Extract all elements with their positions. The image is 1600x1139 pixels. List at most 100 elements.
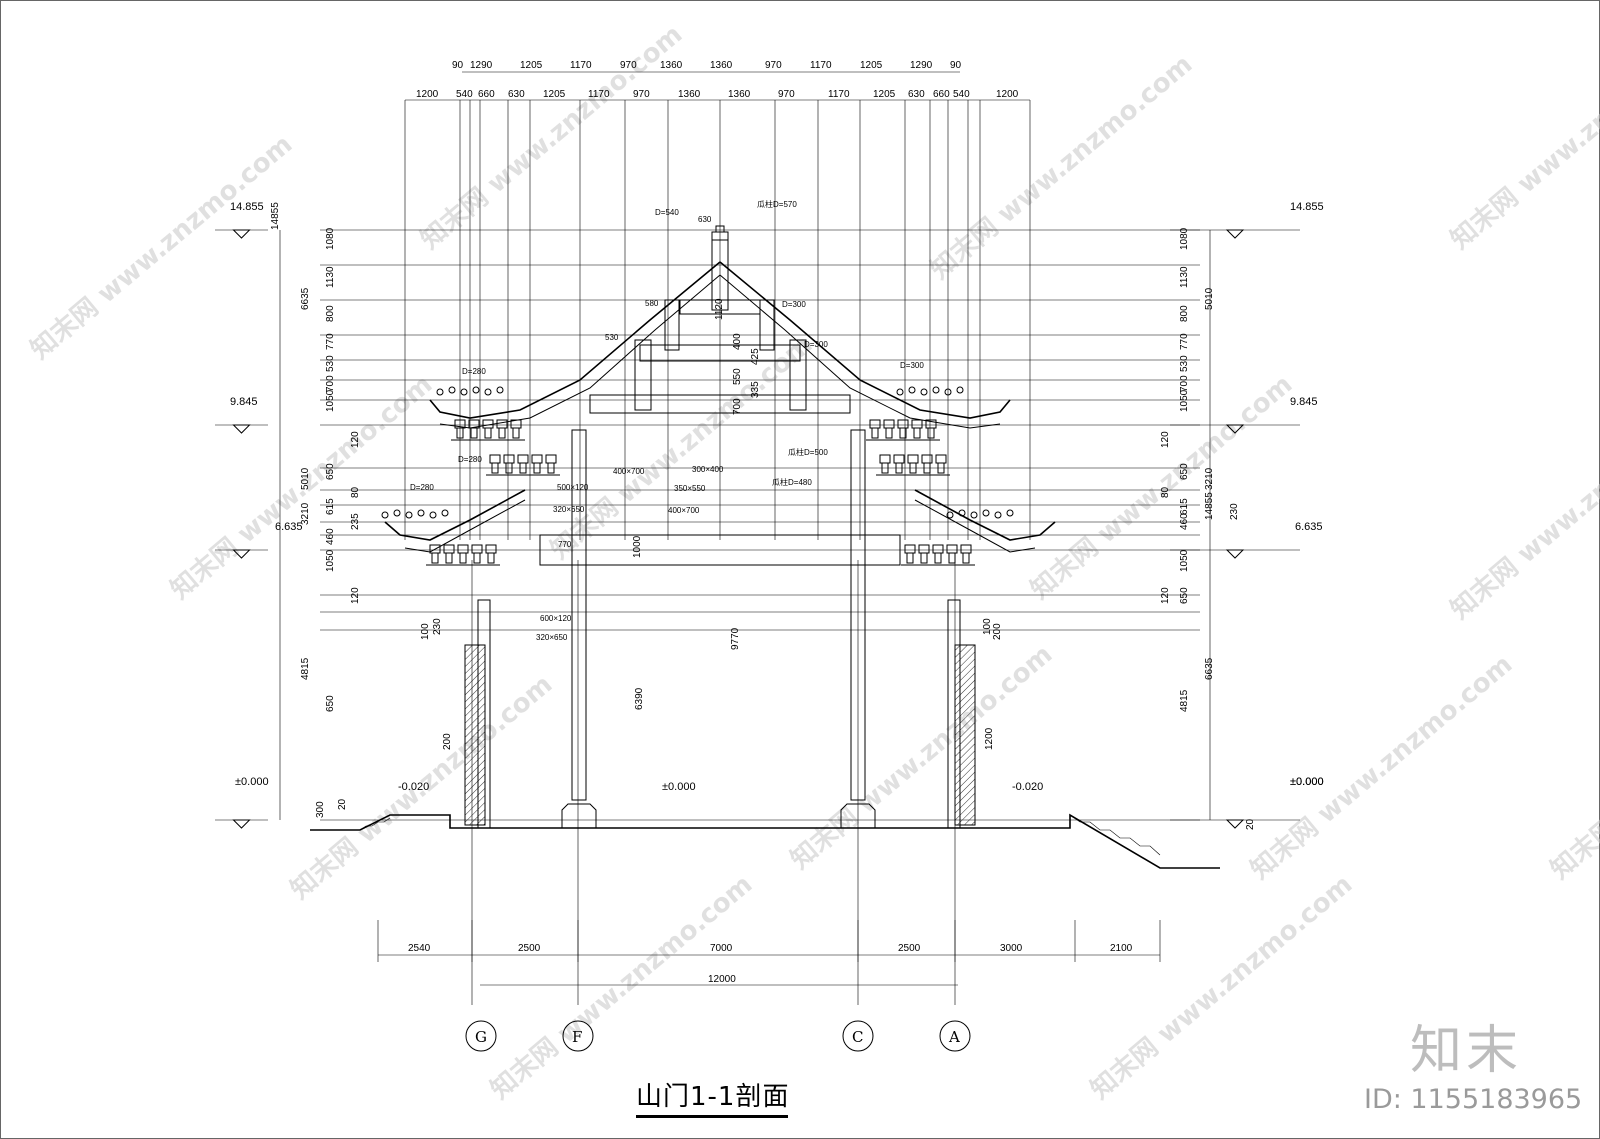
bracket-arm: [431, 552, 439, 564]
right-vertical-dim: 5010: [1204, 287, 1215, 310]
roof-figure: [429, 511, 437, 519]
annotation-note: 580: [645, 299, 659, 308]
left-vertical-dim: 615: [325, 498, 336, 515]
watermark-text: 知末网 www.znzmo.com: [415, 19, 688, 255]
top-dim-row1-label: 90: [452, 60, 464, 71]
center-vertical-dim: 550: [732, 368, 743, 385]
roof-figure: [994, 511, 1002, 519]
elevation-label: ±0.000: [662, 781, 696, 793]
left-steps: [359, 817, 391, 831]
axis-bubble: [939, 1020, 971, 1052]
queen-post-4: [759, 299, 775, 351]
top-dim-row2-label: 540: [456, 89, 473, 100]
level-marker: [232, 424, 251, 434]
left-vertical-dim: 100: [420, 623, 431, 640]
top-dim-row1-label: 1205: [520, 60, 543, 71]
right-vertical-dim: 200: [992, 623, 1003, 640]
left-vertical-dim: 700: [325, 375, 336, 392]
annotation-note: D=280: [410, 483, 434, 492]
roof-figure: [956, 386, 964, 394]
annotation-note: 320×650: [536, 633, 568, 642]
left-vertical-dim: 1050: [325, 549, 336, 572]
bracket-block: [883, 419, 895, 429]
bracket-arm: [923, 462, 931, 474]
top-dim-row2-label: 660: [478, 89, 495, 100]
bracket-arm: [948, 552, 956, 564]
top-dim-row1-label: 1170: [570, 60, 592, 71]
lower-roof-right: [914, 489, 1056, 541]
annotation-note: 530: [605, 333, 619, 342]
left-vertical-dim: 650: [325, 695, 336, 712]
right-vertical-dim: 1050: [1179, 549, 1190, 572]
watermark-text: 知末网 www.znzmo.com: [1445, 19, 1600, 255]
top-dim-row2-label: 970: [633, 89, 650, 100]
center-vertical-dim: 1120: [714, 298, 725, 320]
bracket-arm: [962, 552, 970, 564]
axis-label: C: [852, 1028, 863, 1046]
top-dim-row2-label: 1360: [728, 89, 751, 100]
elevation-label: 6.635: [1295, 521, 1323, 533]
annotation-note: 400×700: [613, 467, 645, 476]
left-vertical-dim: 1130: [325, 266, 336, 288]
roof-figure: [1006, 509, 1014, 517]
axis-label: G: [475, 1028, 487, 1046]
left-vertical-dim: 120: [350, 431, 361, 448]
beam-middle: [639, 344, 801, 362]
left-vertical-dim: 650: [325, 463, 336, 480]
left-vertical-dim: 770: [325, 333, 336, 350]
top-dim-row2-label: 630: [908, 89, 925, 100]
top-dim-row2-label: 970: [778, 89, 795, 100]
left-vertical-dim: 800: [325, 305, 336, 322]
bottom-total-label: 12000: [708, 974, 736, 985]
roof-figure: [441, 509, 449, 517]
right-vertical-dim: 6635: [1204, 657, 1215, 680]
watermark-text: 知末网 www.znzmo.com: [1085, 869, 1358, 1105]
bracket-block: [897, 419, 909, 429]
watermark-text: 知末网 www.znzmo.com: [785, 639, 1058, 875]
top-dim-row1-label: 1360: [710, 60, 733, 71]
top-dim-row2-label: 1360: [678, 89, 701, 100]
axis-bubble: [842, 1020, 874, 1052]
column-base-c: [840, 803, 876, 828]
right-vertical-dim: 3210: [1204, 467, 1215, 490]
upper-roof-left: [429, 261, 721, 419]
watermark-text: 知末网 www.znzmo.com: [25, 129, 298, 365]
right-vertical-dim: 1080: [1179, 227, 1190, 250]
bracket-block: [921, 454, 933, 464]
column-f: [571, 429, 587, 801]
annotation-note: 500×120: [557, 483, 589, 492]
right-vertical-dim: 700: [1179, 375, 1190, 392]
right-vertical-dim: 1200: [984, 727, 995, 750]
top-dim-row2-label: 1170: [588, 89, 610, 100]
bracket-arm: [913, 427, 921, 439]
bracket-arm: [498, 427, 506, 439]
top-dim-row2-label: 1200: [416, 89, 439, 100]
left-vertical-dim: 200: [442, 733, 453, 750]
left-vertical-dim: 1050: [325, 389, 336, 412]
annotation-note: D=280: [458, 455, 482, 464]
roof-figure: [405, 511, 413, 519]
level-marker: [1225, 819, 1245, 829]
column-c: [850, 429, 866, 801]
top-dim-row2-label: 1200: [996, 89, 1019, 100]
watermark-text: 知末网 www.znzmo.com: [1545, 649, 1600, 885]
bracket-arm: [871, 427, 879, 439]
bracket-arm: [909, 462, 917, 474]
bracket-arm: [491, 462, 499, 474]
center-vertical-dim: 1000: [632, 535, 643, 558]
axis-label: A: [948, 1028, 960, 1046]
bracket-arm: [881, 462, 889, 474]
bracket-arm: [505, 462, 513, 474]
right-wall: [954, 644, 976, 826]
right-vertical-dim: 530: [1179, 355, 1190, 372]
elevation-label: 6.635: [275, 521, 303, 533]
right-vertical-dim: 650: [1179, 463, 1190, 480]
annotation-note: D=300: [804, 340, 828, 349]
left-wall: [464, 644, 486, 826]
top-dim-row1-label: 970: [620, 60, 637, 71]
annotation-note: 630: [698, 215, 712, 224]
left-vertical-dim: 3210: [300, 502, 311, 525]
bracket-arm: [445, 552, 453, 564]
drawing-title: 山门1-1剖面: [636, 1082, 790, 1112]
bracket-arm: [459, 552, 467, 564]
